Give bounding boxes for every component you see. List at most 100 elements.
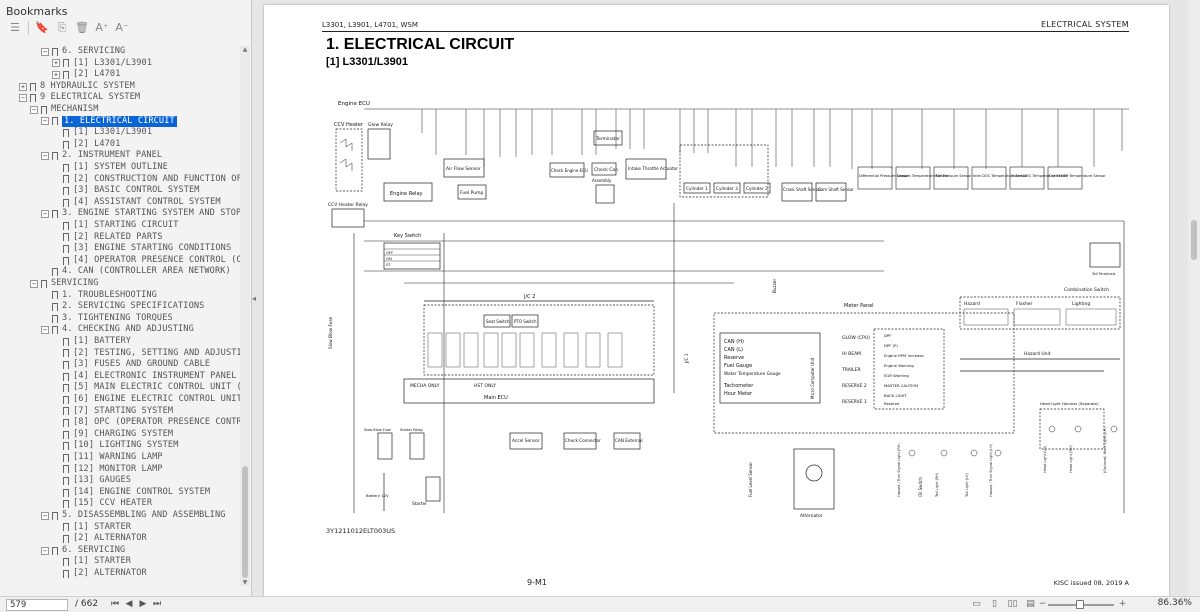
bookmark-item[interactable]: [5] MAIN ELECTRIC CONTROL UNIT (MAIN EC [52, 382, 240, 395]
collapse-icon[interactable]: − [41, 546, 49, 555]
delete-bookmark-icon[interactable]: 🗑 [75, 21, 89, 34]
key-switch-label: Key Switch [394, 233, 421, 239]
next-page-icon[interactable]: ▶ [139, 599, 147, 609]
bookmark-item[interactable]: [4] OPERATOR PRESENCE CONTROL (OPC) [52, 255, 240, 267]
bookmarks-scroll-thumb[interactable] [242, 466, 248, 578]
previous-page-icon[interactable]: ◀ [125, 599, 133, 609]
bookmark-item[interactable]: −MECHANISM [30, 104, 98, 116]
bookmark-label: [1] STARTER [73, 521, 132, 532]
bookmark-item[interactable]: −SERVICING [30, 278, 98, 290]
bookmark-label: 5. DISASSEMBLING AND ASSEMBLING [62, 510, 226, 520]
single-page-icon[interactable]: ▯ [992, 599, 997, 609]
expand-icon[interactable]: + [19, 82, 27, 91]
document-scroll-thumb[interactable] [1191, 220, 1197, 260]
bookmark-item[interactable]: −6. SERVICING [41, 46, 125, 58]
expand-icon[interactable]: + [52, 70, 60, 79]
collapse-icon[interactable]: − [19, 94, 27, 103]
bookmark-item[interactable]: +[2] L4701 [52, 69, 120, 81]
expand-icon[interactable]: + [52, 59, 60, 68]
document-scrollbar[interactable] [1188, 0, 1200, 596]
bookmark-item[interactable]: [3] BASIC CONTROL SYSTEM [52, 185, 200, 197]
bookmark-item[interactable]: [1] STARTER [52, 556, 131, 569]
collapse-icon[interactable]: − [30, 105, 38, 114]
bookmark-item[interactable]: [13] GAUGES [52, 475, 131, 487]
bookmark-item[interactable]: [1] BATTERY [52, 336, 131, 348]
bookmark-item[interactable]: −6. SERVICING [41, 545, 125, 557]
bookmark-item[interactable]: [6] ENGINE ELECTRIC CONTROL UNIT (ENGIN [52, 394, 240, 406]
zoom-level[interactable]: 86.36% [1157, 598, 1192, 608]
last-page-icon[interactable]: ⏭ [152, 599, 162, 609]
tree-spacer [52, 535, 60, 543]
bookmark-item[interactable]: [2] ALTERNATOR [52, 533, 147, 545]
expand-all-icon[interactable]: ☰ [10, 21, 20, 34]
bookmark-item[interactable]: −3. ENGINE STARTING SYSTEM AND STOPPING [41, 208, 240, 221]
font-smaller-icon[interactable]: A⁻ [115, 21, 129, 34]
continuous-icon[interactable]: ▤ [1026, 599, 1035, 609]
bookmark-item[interactable]: [1] L3301/L3901 [52, 127, 152, 139]
add-bookmark-icon[interactable]: 🔖 [35, 21, 49, 34]
collapse-icon[interactable]: − [41, 117, 49, 126]
collapse-icon[interactable]: − [41, 326, 49, 335]
bookmark-item[interactable]: −9 ELECTRICAL SYSTEM [19, 92, 140, 105]
bookmark-item[interactable]: 4. CAN (CONTROLLER AREA NETWORK) [41, 266, 231, 279]
bookmark-label: [1] STARTING CIRCUIT [73, 220, 179, 230]
bookmark-item[interactable]: [1] STARTER [52, 522, 131, 534]
collapse-icon[interactable]: − [41, 210, 49, 219]
bookmark-label: 2. SERVICING SPECIFICATIONS [62, 301, 205, 312]
scroll-down-icon[interactable]: ▼ [242, 579, 248, 586]
bookmark-item[interactable]: [2] CONSTRUCTION AND FUNCTION OF COMP [52, 174, 240, 186]
bookmark-item[interactable]: [10] LIGHTING SYSTEM [52, 440, 178, 453]
current-page[interactable]: 579 [10, 600, 27, 610]
bookmark-item[interactable]: [2] L4701 [52, 139, 120, 151]
bookmark-item[interactable]: 3. TIGHTENING TORQUES [41, 313, 173, 325]
two-page-icon[interactable]: ▯▯ [1007, 599, 1018, 609]
collapse-icon[interactable]: − [41, 511, 49, 520]
bookmark-item[interactable]: −2. INSTRUMENT PANEL [41, 150, 162, 163]
bookmark-item[interactable]: [14] ENGINE CONTROL SYSTEM [52, 487, 210, 499]
bookmark-item[interactable]: 1. TROUBLESHOOTING [41, 290, 157, 302]
font-larger-icon[interactable]: A⁺ [95, 21, 109, 34]
bookmark-item[interactable]: [8] OPC (OPERATOR PRESENCE CONTROL) SY [52, 417, 240, 429]
bookmark-item[interactable]: 2. SERVICING SPECIFICATIONS [41, 301, 204, 313]
bookmark-item[interactable]: +[1] L3301/L3901 [52, 58, 152, 70]
bookmark-item[interactable]: − 4. CHECKING AND ADJUSTING [41, 324, 194, 337]
bookmark-item[interactable]: [1] SYSTEM OUTLINE [52, 162, 168, 174]
bookmark-item[interactable]: [11] WARNING LAMP [52, 452, 163, 464]
page-number-input[interactable]: 579 [6, 599, 68, 611]
bookmark-item[interactable]: [2] RELATED PARTS [52, 232, 163, 244]
zoom-in-icon[interactable]: + [1118, 599, 1127, 609]
document-area[interactable]: L3301, L3901, L4701, WSM ELECTRICAL SYST… [258, 0, 1200, 596]
first-page-icon[interactable]: ⏮ [110, 599, 120, 609]
work-light-label: (Optional) Work Light (LH) [1103, 427, 1107, 473]
bookmark-item[interactable]: +8 HYDRAULIC SYSTEM [19, 81, 135, 93]
panel-splitter[interactable]: ◂ [252, 0, 258, 596]
bookmark-item[interactable]: [2] ALTERNATOR [52, 568, 147, 580]
zoom-out-icon[interactable]: − [1038, 599, 1047, 609]
scroll-up-icon[interactable]: ▲ [242, 46, 248, 53]
bookmark-item[interactable]: [1] STARTING CIRCUIT [52, 220, 178, 232]
bookmark-item[interactable]: [12] MONITOR LAMP [52, 464, 163, 476]
bookmark-label: 4. CHECKING AND ADJUSTING [62, 324, 194, 335]
fit-page-icon[interactable]: ▭ [972, 599, 981, 609]
collapse-icon[interactable]: − [30, 279, 38, 288]
bookmark-item[interactable]: [4] ELECTRONIC INSTRUMENT PANEL [52, 371, 237, 383]
collapse-icon[interactable]: − [41, 152, 49, 161]
bookmarks-panel: Bookmarks ☰ 🔖 ⎘ 🗑 A⁺ A⁻ −6. SERVICING+[1… [0, 0, 252, 596]
collapse-icon[interactable]: − [41, 47, 49, 56]
bookmark-icon [52, 152, 58, 163]
bookmark-item[interactable]: [7] STARTING SYSTEM [52, 406, 173, 418]
add-child-bookmark-icon[interactable]: ⎘ [57, 21, 67, 34]
bookmark-item[interactable]: − 5. DISASSEMBLING AND ASSEMBLING [41, 510, 226, 522]
bookmarks-scrollbar[interactable]: ▲ ▼ [240, 46, 250, 586]
bookmark-item[interactable]: [4] ASSISTANT CONTROL SYSTEM [52, 197, 221, 209]
bookmark-item[interactable]: −1. ELECTRICAL CIRCUIT [41, 115, 177, 128]
bookmark-item[interactable]: [3] FUSES AND GROUND CABLE [52, 359, 210, 371]
bookmark-item[interactable]: [2] TESTING, SETTING AND ADJUSTING BY E [52, 348, 240, 360]
dpf-p-label: DPF (P) [884, 343, 898, 348]
bookmark-item[interactable]: [9] CHARGING SYSTEM [52, 429, 173, 441]
bookmark-item[interactable]: [3] ENGINE STARTING CONDITIONS [52, 243, 231, 255]
zoom-slider-handle[interactable] [1076, 600, 1084, 609]
bookmark-label: [5] MAIN ELECTRIC CONTROL UNIT (MAIN EC [73, 382, 240, 393]
collapse-arrow-icon[interactable]: ◂ [252, 294, 257, 303]
bookmark-item[interactable]: [15] CCV HEATER [52, 498, 152, 511]
